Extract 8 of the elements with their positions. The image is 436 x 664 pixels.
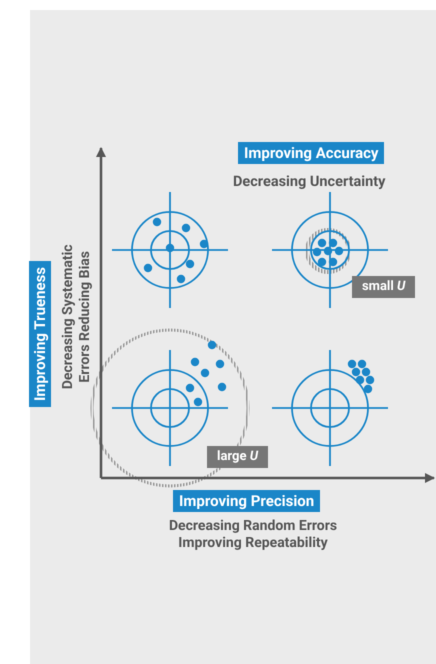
- heading-label: Improving Precision: [173, 490, 320, 512]
- uncertainty-label: small U: [352, 276, 416, 298]
- subheading-text: Decreasing Uncertainty: [233, 173, 386, 190]
- heading-label: Improving Trueness: [29, 260, 52, 408]
- subheading-text: Decreasing Random Errors Improving Repeatability: [168, 518, 338, 552]
- heading-label: Improving Accuracy: [238, 142, 384, 164]
- uncertainty-label: large U: [207, 446, 268, 468]
- subheading-text: Decreasing Systematic Errors Reducing Bias: [60, 243, 94, 392]
